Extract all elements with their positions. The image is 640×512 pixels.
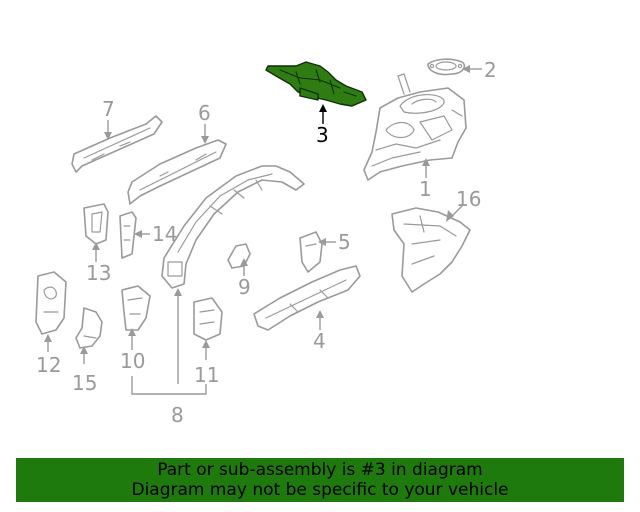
callout-4: 4	[313, 310, 326, 353]
callout-14-label: 14	[152, 222, 177, 246]
part-10-bracket	[121, 285, 151, 331]
callout-8-label: 8	[171, 403, 184, 427]
part-1-tower-bracket	[363, 73, 467, 181]
callout-11-label: 11	[194, 363, 219, 387]
part-13-bracket	[83, 203, 109, 245]
part-2-gasket	[427, 58, 466, 76]
callout-7: 7	[102, 97, 115, 140]
part-7-upper-rail	[71, 115, 163, 173]
callout-3: 3	[316, 104, 329, 147]
callout-5-label: 5	[338, 230, 351, 254]
part-15-bracket	[75, 307, 103, 349]
callout-3-label: 3	[316, 123, 329, 147]
callout-9-label: 9	[238, 275, 251, 299]
callout-1-label: 1	[419, 177, 432, 201]
part-3-highlighted-bracket	[265, 61, 367, 107]
callout-1: 1	[419, 158, 432, 201]
part-5-gusset	[299, 231, 323, 273]
callout-4-label: 4	[313, 329, 326, 353]
callout-8: 8	[131, 288, 207, 427]
callout-12: 12	[36, 334, 61, 377]
callout-11: 11	[194, 340, 219, 387]
callout-15-label: 15	[72, 371, 97, 395]
callout-13-label: 13	[86, 261, 111, 285]
callout-2-label: 2	[484, 58, 497, 82]
callout-9: 9	[238, 258, 251, 299]
callout-5: 5	[318, 230, 351, 254]
part-4-lower-rail	[253, 265, 361, 331]
callout-15: 15	[72, 346, 97, 395]
callout-10: 10	[120, 328, 145, 373]
callout-14: 14	[134, 222, 177, 246]
callout-2: 2	[462, 58, 497, 82]
callout-16-label: 16	[456, 187, 481, 211]
part-8-wheelhouse-arch	[161, 165, 305, 289]
banner-line-1: Part or sub-assembly is #3 in diagram	[157, 460, 483, 480]
callout-12-label: 12	[36, 353, 61, 377]
part-6-side-rail	[127, 139, 227, 205]
info-banner: Part or sub-assembly is #3 in diagram Di…	[16, 458, 624, 502]
parts-diagram: 1 2 3 7	[35, 58, 497, 427]
callout-6-label: 6	[198, 101, 211, 125]
callout-16: 16	[446, 187, 481, 222]
part-16-apron-bracket	[391, 207, 471, 293]
callout-6: 6	[198, 101, 211, 144]
banner-line-2: Diagram may not be specific to your vehi…	[131, 480, 509, 500]
part-12-panel	[35, 271, 67, 335]
callout-10-label: 10	[120, 349, 145, 373]
callout-7-label: 7	[102, 97, 115, 121]
part-14-plate	[119, 211, 137, 259]
part-11-plate	[193, 297, 223, 341]
callout-13: 13	[86, 242, 111, 285]
